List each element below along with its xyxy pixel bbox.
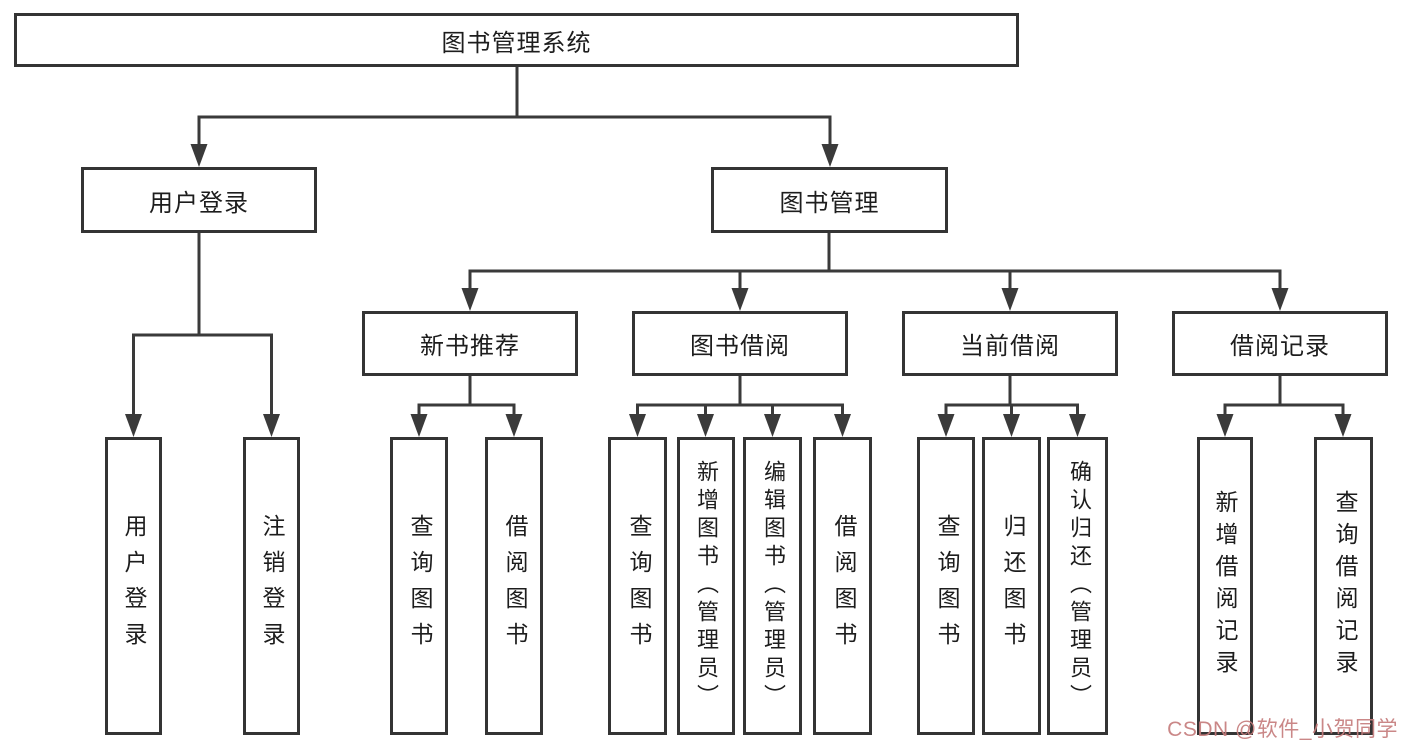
node-leaf-user-login: 用户登录	[105, 437, 162, 735]
node-system-root: 图书管理系统	[14, 13, 1019, 67]
node-leaf-br-query-record: 查询借阅记录	[1314, 437, 1373, 735]
node-leaf-logout: 注销登录	[243, 437, 300, 735]
node-new-book-recommend: 新书推荐	[362, 311, 578, 376]
node-leaf-bb-borrow-books: 借阅图书	[813, 437, 872, 735]
node-leaf-bb-edit-books-admin: 编辑图书（管理员）	[743, 437, 802, 735]
node-leaf-bb-query-books: 查询图书	[608, 437, 667, 735]
node-borrow-records: 借阅记录	[1172, 311, 1388, 376]
node-leaf-br-add-record: 新增借阅记录	[1197, 437, 1253, 735]
node-book-borrow: 图书借阅	[632, 311, 848, 376]
node-leaf-bb-add-books-admin: 新增图书（管理员）	[677, 437, 735, 735]
node-user-login: 用户登录	[81, 167, 317, 233]
node-leaf-nr-query-books: 查询图书	[390, 437, 448, 735]
node-leaf-cb-return-books: 归还图书	[982, 437, 1041, 735]
watermark-text: CSDN @软件_小贺同学	[1167, 718, 1398, 741]
node-current-borrow: 当前借阅	[902, 311, 1118, 376]
node-leaf-cb-query-books: 查询图书	[917, 437, 975, 735]
node-leaf-nr-borrow-books: 借阅图书	[485, 437, 543, 735]
node-leaf-cb-confirm-return-admin: 确认归还（管理员）	[1047, 437, 1108, 735]
node-book-management: 图书管理	[711, 167, 948, 233]
